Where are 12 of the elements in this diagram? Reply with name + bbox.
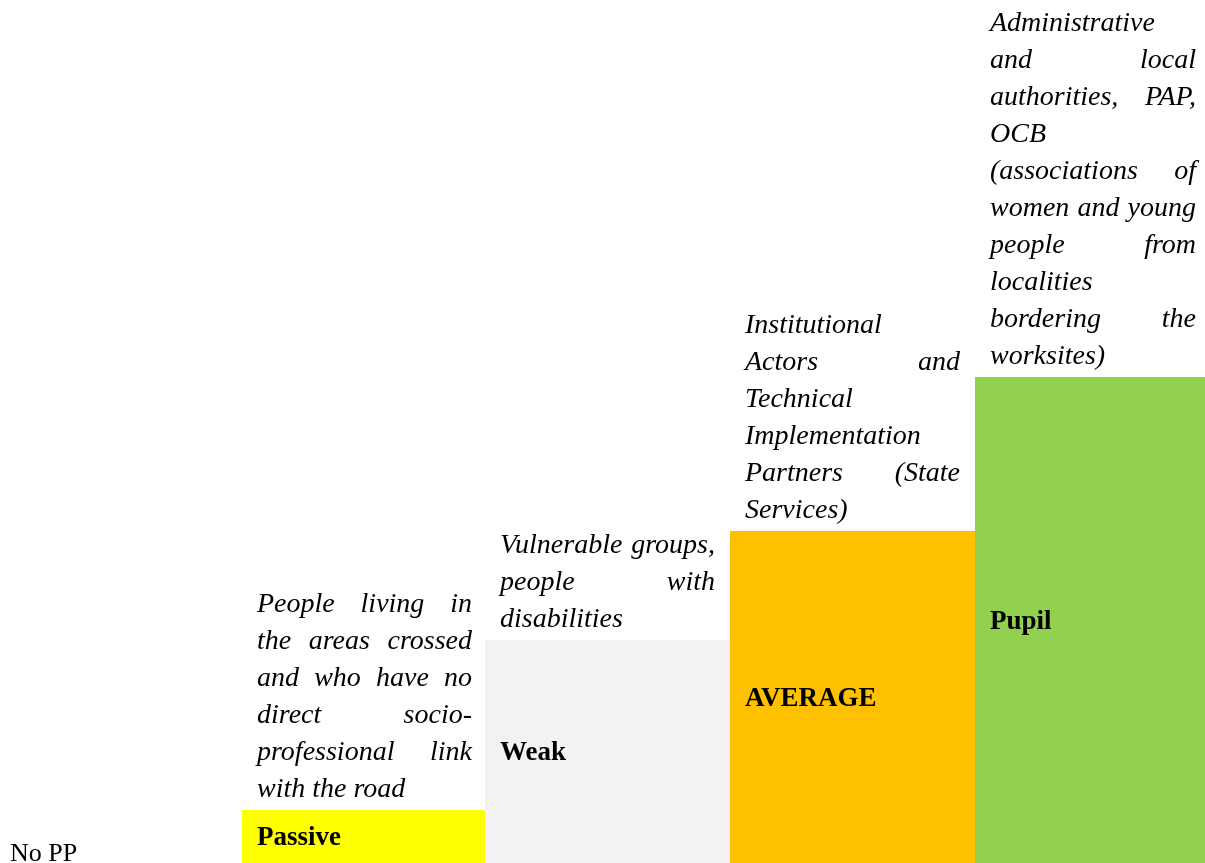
level-label: No PP (10, 838, 78, 863)
level-bar (730, 531, 975, 863)
level-bar (485, 640, 730, 863)
stakeholder-description: Vulnerable groups, people with disabilities (500, 527, 715, 635)
level-bar (975, 377, 1205, 863)
level-label: Weak (500, 736, 566, 767)
level-bar (242, 810, 485, 863)
level-label: Passive (257, 821, 341, 852)
level-label: AVERAGE (745, 681, 877, 713)
stakeholder-description: People living in the areas crossed and who have no direct socio-professional link with the road (257, 586, 472, 805)
stakeholder-description: Institutional Actors and Technical Implementation Partners (State Services) (745, 307, 960, 526)
level-label: Pupil (990, 604, 1052, 636)
